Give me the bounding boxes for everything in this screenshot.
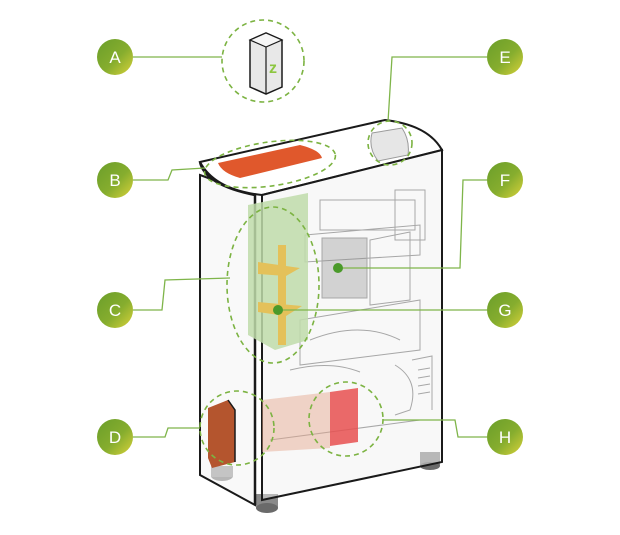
front-edge	[198, 161, 257, 505]
internal-tube-right	[394, 364, 414, 416]
front-right-foot-bottom	[256, 503, 278, 513]
callout-g: G	[487, 292, 523, 328]
cartridge-top	[248, 32, 284, 48]
callout-f-circle	[487, 162, 523, 198]
water-tank	[208, 400, 235, 468]
internal-module-top	[394, 189, 426, 241]
leader-lines	[133, 56, 487, 438]
highlighted-components	[208, 127, 409, 468]
vent-slit-2	[417, 375, 431, 379]
target-dot-f	[333, 263, 343, 273]
callout-c-label: C	[109, 301, 121, 320]
cartridge-logo-letter: z	[269, 60, 277, 77]
highlight-ring-c	[226, 206, 320, 364]
callout-h-circle	[487, 419, 523, 455]
callout-a-label: A	[109, 48, 121, 67]
water-tank-edge	[227, 399, 236, 462]
callout-d: D	[97, 419, 133, 455]
replacement-cartridge: z	[221, 19, 305, 103]
impeller-blade-upper	[258, 262, 300, 276]
callout-f: F	[487, 162, 523, 198]
internal-base-plate	[299, 299, 421, 366]
vent-slit-1	[417, 367, 431, 371]
callout-e-label: E	[499, 48, 510, 67]
highlight-ring-h	[308, 381, 384, 457]
callout-b-circle	[97, 162, 133, 198]
highlight-ring-e	[367, 120, 413, 166]
callout-f-label: F	[500, 171, 510, 190]
vent-slit-4	[417, 391, 431, 395]
callout-e: E	[487, 39, 523, 75]
callout-h-label: H	[499, 428, 511, 447]
callout-e-circle	[487, 39, 523, 75]
highlight-rings	[199, 120, 413, 466]
leader-line-f	[338, 179, 487, 269]
top-tray	[218, 145, 322, 178]
filter-slot	[370, 127, 409, 162]
heater-element	[330, 388, 358, 446]
highlight-ring-b	[203, 139, 337, 189]
internal-hose	[289, 364, 361, 373]
leader-line-c	[133, 277, 231, 311]
leader-line-b	[133, 167, 206, 181]
base-reservoir	[262, 392, 330, 452]
internal-pipe	[309, 329, 401, 341]
leader-line-h	[383, 419, 487, 438]
callout-b-label: B	[109, 171, 120, 190]
callout-d-label: D	[109, 428, 121, 447]
callout-badges: A B C D E F G H	[97, 39, 523, 455]
leader-line-d	[133, 427, 200, 438]
internal-vent-lines	[411, 355, 433, 410]
leader-line-e	[387, 56, 487, 123]
callout-a: A	[97, 39, 133, 75]
vent-slit-3	[417, 383, 431, 387]
callout-c: C	[97, 292, 133, 328]
target-dot-g	[273, 305, 283, 315]
callout-b: B	[97, 162, 133, 198]
callout-d-circle	[97, 419, 133, 455]
callout-a-circle	[97, 39, 133, 75]
highlight-ring-d	[199, 390, 275, 466]
cartridge-highlight-ring	[221, 19, 305, 103]
callout-c-circle	[97, 292, 133, 328]
impeller-shaft	[278, 245, 286, 345]
callout-g-circle	[487, 292, 523, 328]
callout-h: H	[487, 419, 523, 455]
internal-housing	[369, 231, 411, 306]
callout-g-label: G	[498, 301, 511, 320]
